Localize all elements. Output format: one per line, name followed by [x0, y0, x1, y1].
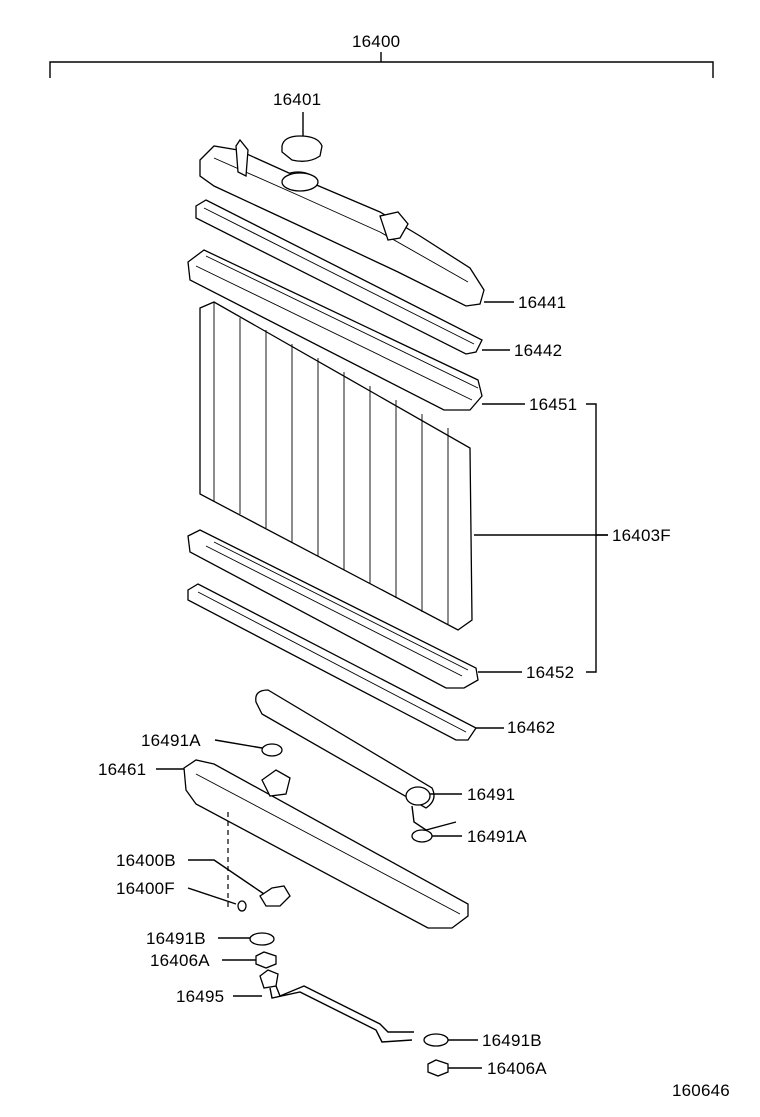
upper-plate-part — [187, 249, 525, 411]
label-washer-a-right: 16491A — [467, 827, 527, 846]
lower-plate-part — [187, 529, 522, 689]
assembly-bracket — [49, 52, 714, 78]
label-washer-b-right: 16491B — [482, 1031, 542, 1050]
lower-tank-part — [156, 759, 469, 929]
label-assembly: 16400 — [352, 32, 401, 51]
label-bracket: 16495 — [176, 987, 225, 1006]
core-assembly-bracket — [586, 403, 608, 673]
radiator-core-part — [199, 301, 608, 631]
pipe-part — [255, 689, 462, 831]
bracket-part — [233, 969, 414, 1043]
washer-a-part — [214, 739, 462, 843]
label-lower-plate: 16452 — [526, 663, 575, 682]
lower-gasket-part — [187, 583, 504, 741]
label-drain-plug: 16400F — [116, 879, 175, 898]
label-cap: 16401 — [273, 90, 322, 109]
nut-a-right-part — [427, 1059, 482, 1077]
drain-cock-part — [187, 859, 291, 912]
upper-gasket-part — [195, 199, 510, 355]
label-upper-tank: 16441 — [518, 293, 567, 312]
label-drain-cock: 16400B — [116, 851, 176, 870]
washer-b-left-part — [218, 932, 275, 946]
label-upper-gasket: 16442 — [514, 341, 563, 360]
label-washer-b-left: 16491B — [146, 929, 206, 948]
label-nut-a-right: 16406A — [487, 1059, 547, 1078]
washer-b-right-part — [423, 1033, 478, 1047]
nut-a-left-part — [222, 951, 277, 969]
label-pipe: 16491 — [467, 785, 516, 804]
label-lower-tank: 16461 — [98, 760, 147, 779]
label-upper-plate: 16451 — [529, 395, 578, 414]
label-nut-a-left: 16406A — [150, 951, 210, 970]
label-lower-gasket: 16462 — [507, 718, 556, 737]
label-washer-a-left: 16491A — [141, 731, 201, 750]
upper-tank-part — [199, 138, 514, 307]
label-core: 16403F — [612, 526, 671, 545]
label-diagram-id: 160646 — [672, 1081, 730, 1100]
